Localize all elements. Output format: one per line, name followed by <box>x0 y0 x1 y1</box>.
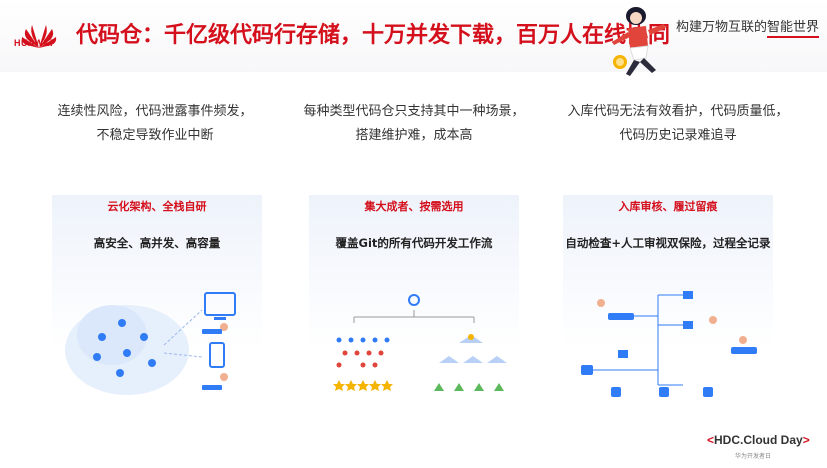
solution-desc: 自动检查+人工审视双保险，过程全记录 <box>565 236 771 250</box>
mascot-illustration <box>612 7 666 76</box>
pain-point-line: 入库代码无法有效看护，代码质量低， <box>567 104 789 119</box>
brand-bracket-right: > <box>802 433 810 447</box>
event-brand: <HDC.Cloud Day> <box>707 433 810 447</box>
solution-tag: 入库审核、履过留痕 <box>618 200 718 213</box>
slogan: 构建万物互联的智能世界 <box>676 16 820 38</box>
column-security: 连续性风险，代码泄露事件频发， 不稳定导致作业中断 <box>35 100 275 148</box>
column-workflow: 每种类型代码仓只支持其中一种场景， 搭建维护难，成本高 <box>294 100 534 148</box>
solution-tag: 云化架构、全栈自研 <box>107 200 207 213</box>
brand-bracket-left: < <box>707 433 715 447</box>
huawei-flower-icon <box>21 25 57 48</box>
review-flow-diagram <box>581 291 757 397</box>
pain-point-line: 每种类型代码仓只支持其中一种场景， <box>303 104 525 119</box>
pain-point-line: 不稳定导致作业中断 <box>96 128 214 143</box>
slogan-prefix: 构建万物互联的 <box>676 20 768 35</box>
event-name: HDC.Cloud Day <box>714 433 803 447</box>
git-workflow-diagram <box>333 294 507 391</box>
page-title: 代码仓：千亿级代码行存储，十万并发下载，百万人在线协同 <box>76 23 671 48</box>
cloud-architecture-diagram <box>65 292 236 395</box>
slogan-emphasis: 智能世界 <box>767 20 820 38</box>
event-subtitle: 华为开发者日 <box>735 453 772 460</box>
solution-desc: 高安全、高并发、高容量 <box>93 236 221 250</box>
header-bar: HUAWEI 代码仓：千亿级代码行存储，十万并发下载，百万人在线协同 构建万物互… <box>0 0 827 76</box>
brand-wordmark: HUAWEI <box>14 38 53 48</box>
pain-point-line: 搭建维护难，成本高 <box>355 128 473 143</box>
solution-tag: 集大成者、按需选用 <box>364 200 464 213</box>
column-review: 入库代码无法有效看护，代码质量低， 代码历史记录难追寻 <box>558 100 798 148</box>
solution-desc: 覆盖Git的所有代码开发工作流 <box>335 236 493 250</box>
pain-point-line: 连续性风险，代码泄露事件频发， <box>57 104 253 119</box>
pain-point-line: 代码历史记录难追寻 <box>619 128 737 143</box>
